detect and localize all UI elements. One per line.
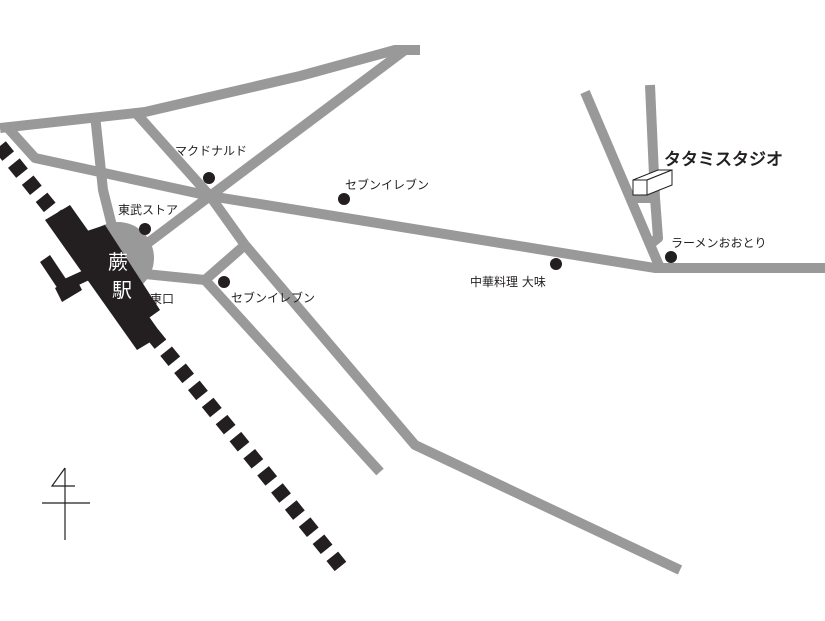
marker-mcdonalds xyxy=(203,172,215,184)
east-exit-label: 東口 xyxy=(150,292,175,306)
station-name-char1: 蕨 xyxy=(108,250,128,274)
marker-seven-eleven-2 xyxy=(218,276,230,288)
station-building xyxy=(40,205,162,350)
marker-tobu-store xyxy=(139,223,151,235)
road-south xyxy=(201,276,384,476)
landmark-label: 中華料理 大味 xyxy=(470,275,546,289)
destination-label: タタミスタジオ xyxy=(664,150,783,170)
road-east-exit xyxy=(144,241,249,285)
landmark-label: 東武ストア xyxy=(118,203,179,217)
marker-ramen-ootori xyxy=(665,251,677,263)
landmark-label: マクドナルド xyxy=(175,144,248,158)
station-name-char2: 駅 xyxy=(112,278,132,302)
marker-seven-eleven-1 xyxy=(338,193,350,205)
road-right-2 xyxy=(644,84,663,250)
road-right-1 xyxy=(580,90,665,270)
landmark-label: ラーメンおおとり xyxy=(671,236,767,250)
studio-building-icon xyxy=(632,169,673,196)
marker-chuka-omi xyxy=(550,258,562,270)
landmark-label: セブンイレブン xyxy=(231,291,316,305)
landmark-label: セブンイレブン xyxy=(345,178,430,192)
north-arrow-icon xyxy=(42,467,90,540)
